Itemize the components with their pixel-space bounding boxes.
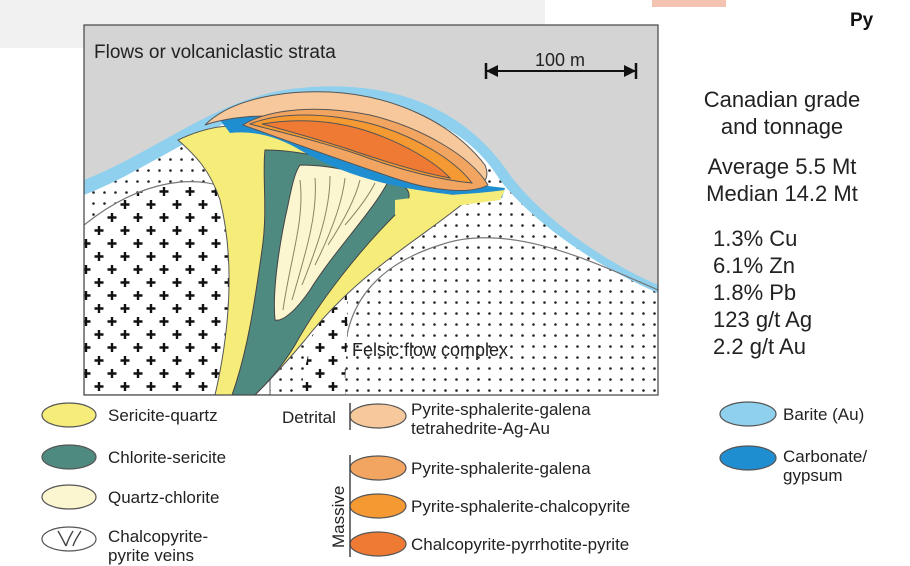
legend-swatch-quartz-chlorite <box>41 484 97 510</box>
grade-title-line2: and tonnage <box>720 114 844 139</box>
py-label: Py <box>850 10 874 31</box>
median-tonnage: Median 14.2 Mt <box>706 181 858 206</box>
legend-swatch-psc <box>349 493 407 519</box>
grade-ag: 123 g/t Ag <box>713 307 813 332</box>
legend-swatch-detrital <box>349 403 407 429</box>
legend-label-quartz-chlorite: Quartz-chlorite <box>108 488 220 507</box>
legend-swatch-cpp <box>349 531 407 557</box>
legend-swatch-psg <box>349 455 407 481</box>
grade-zn: 6.1% Zn <box>713 253 795 278</box>
diagram-frame <box>83 24 659 396</box>
legend-label-chlorite-sericite: Chlorite-sericite <box>108 448 227 467</box>
sericite-halo-right <box>395 190 505 215</box>
legend-label-carbonate-line1: Carbonate/ <box>783 447 868 466</box>
legend-label-psc: Pyrite-sphalerite-chalcopyrite <box>411 497 631 516</box>
legend-swatch-carbonate <box>719 445 777 471</box>
legend-label-veins-line1: Chalcopyrite- <box>108 527 209 546</box>
average-tonnage: Average 5.5 Mt <box>707 154 857 179</box>
detrital-label: Detrital <box>282 408 336 427</box>
grade-pb: 1.8% Pb <box>713 280 797 305</box>
legend-label-psg: Pyrite-sphalerite-galena <box>411 459 591 478</box>
legend-label-carbonate-line2: gypsum <box>783 466 843 485</box>
chalcopyrite-pyrite-veins <box>282 175 376 311</box>
felsic-label: Felsic flow complex <box>352 340 508 360</box>
grade-au: 2.2 g/t Au <box>713 334 806 359</box>
legend-swatch-veins <box>41 526 97 552</box>
scale-label: 100 m <box>535 50 585 70</box>
scale-bar <box>484 50 638 79</box>
legend-swatch-chlorite-sericite <box>41 444 97 470</box>
grade-list: 1.3% Cu 6.1% Zn 1.8% Pb 123 g/t Ag 2.2 g… <box>713 225 812 360</box>
legend-swatch-sericite-quartz <box>41 402 97 428</box>
legend-label-detrital-line2: tetrahedrite-Ag-Au <box>411 419 550 438</box>
legend-label-cpp: Chalcopyrite-pyrrhotite-pyrite <box>411 535 630 554</box>
tonnage-block: Average 5.5 Mt Median 14.2 Mt <box>672 153 892 207</box>
grade-title-line1: Canadian grade <box>703 87 861 112</box>
legend-label-veins-line2: pyrite veins <box>108 546 194 565</box>
cpp-ore-lens <box>261 120 452 179</box>
top-color-swatch <box>652 0 726 7</box>
strata-label: Flows or volcaniclastic strata <box>94 42 336 63</box>
legend-label-detrital-line1: Pyrite-sphalerite-galena <box>411 400 591 419</box>
massive-label: Massive <box>329 486 348 548</box>
grade-cu: 1.3% Cu <box>713 226 798 251</box>
legend-label-barite: Barite (Au) <box>783 405 865 424</box>
legend-label-sericite-quartz: Sericite-quartz <box>108 406 218 425</box>
grade-title: Canadian grade and tonnage <box>672 86 892 140</box>
legend-swatch-barite <box>719 401 777 427</box>
